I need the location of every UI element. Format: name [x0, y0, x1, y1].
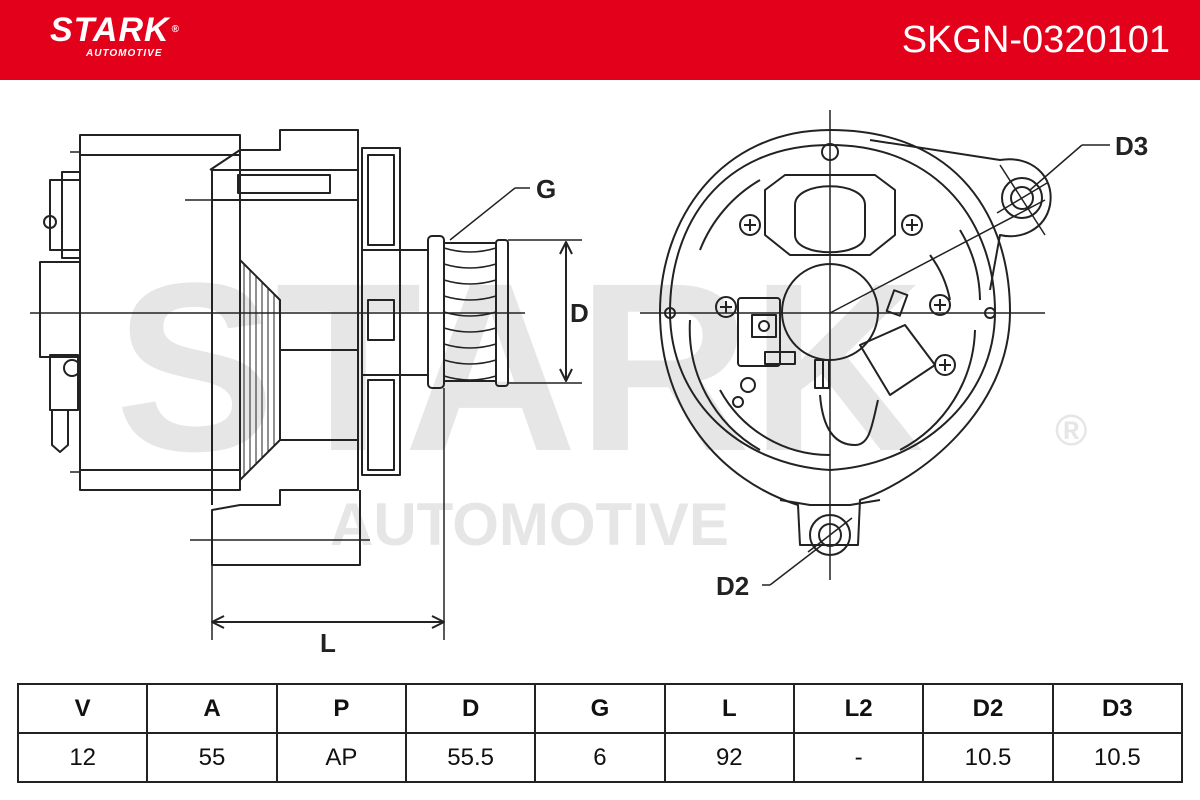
dimension-d-arrow [559, 241, 573, 382]
dimension-l-arrow [211, 615, 445, 629]
spec-header-l: L [663, 683, 795, 734]
spec-value-l2: - [792, 732, 925, 783]
specs-header-row: V A P D G L L2 D2 D3 [16, 683, 1184, 734]
spec-header-d: D [404, 683, 537, 734]
spec-header-p: P [275, 683, 407, 734]
spec-header-g: G [534, 683, 666, 734]
spec-header-a: A [146, 683, 278, 734]
specs-table: V A P D G L L2 D2 D3 12 55 AP 55.5 6 92 … [16, 683, 1184, 783]
technical-drawing: STARK AUTOMOTIVE ® [30, 110, 1148, 658]
label-g: G [536, 174, 556, 204]
header-bar: STARK® AUTOMOTIVE SKGN-0320101 [0, 0, 1200, 80]
label-l: L [320, 628, 336, 658]
spec-value-d: 55.5 [404, 732, 537, 783]
specs-value-row: 12 55 AP 55.5 6 92 - 10.5 10.5 [16, 732, 1184, 783]
spec-value-p: AP [275, 732, 407, 783]
label-d2: D2 [716, 571, 749, 601]
spec-header-v: V [16, 683, 149, 734]
logo-registered: ® [171, 24, 180, 35]
spec-header-d3: D3 [1051, 683, 1184, 734]
spec-value-l: 92 [663, 732, 795, 783]
spec-value-v: 12 [16, 732, 149, 783]
stark-logo: STARK® AUTOMOTIVE [50, 12, 180, 60]
watermark-subtext: AUTOMOTIVE [330, 491, 729, 558]
logo-subtext: AUTOMOTIVE [86, 48, 163, 59]
spec-value-a: 55 [146, 732, 278, 783]
watermark-registered: ® [1055, 406, 1087, 455]
label-d3: D3 [1115, 131, 1148, 161]
spec-header-d2: D2 [922, 683, 1054, 734]
part-number: SKGN-0320101 [901, 19, 1170, 61]
spec-value-d2: 10.5 [922, 732, 1054, 783]
logo-text: STARK [50, 11, 170, 49]
spec-header-l2: L2 [792, 683, 925, 734]
spec-value-g: 6 [534, 732, 666, 783]
label-d: D [570, 298, 589, 328]
spec-value-d3: 10.5 [1051, 732, 1184, 783]
